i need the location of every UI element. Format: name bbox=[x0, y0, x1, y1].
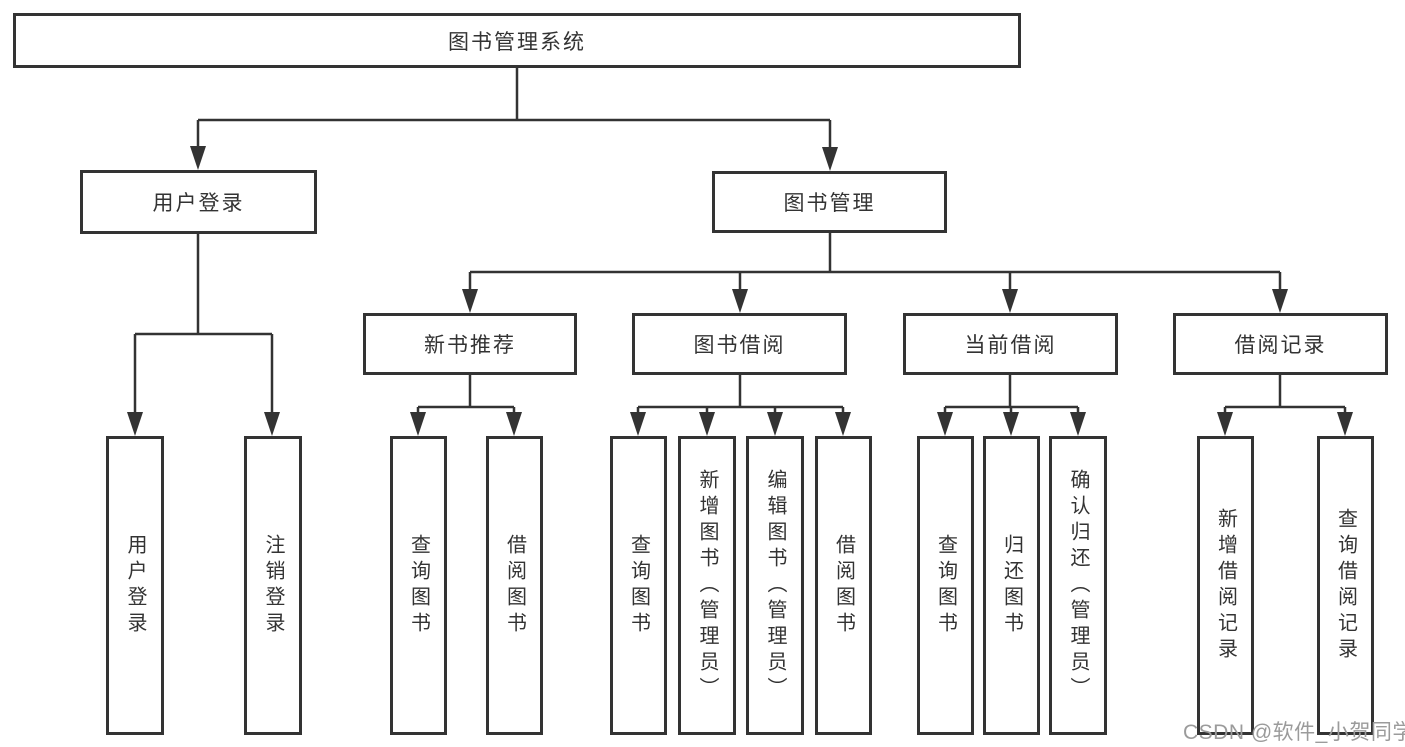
node-label: 新增图书（管理员） bbox=[696, 468, 718, 703]
leaf-add-book-admin: 新增图书（管理员） bbox=[678, 436, 736, 735]
node-label: 图书借阅 bbox=[693, 334, 786, 357]
node-label: 新书推荐 bbox=[424, 334, 516, 357]
node-label: 借阅记录 bbox=[1234, 334, 1327, 357]
node-borrowing-records: 借阅记录 bbox=[1173, 313, 1388, 375]
leaf-return-books: 归还图书 bbox=[983, 436, 1040, 735]
node-label: 查询图书 bbox=[627, 533, 650, 638]
leaf-confirm-return-admin: 确认归还（管理员） bbox=[1049, 436, 1107, 735]
leaf-logout: 注销登录 bbox=[244, 436, 302, 735]
node-label: 归还图书 bbox=[1000, 533, 1023, 638]
node-label: 用户登录 bbox=[152, 192, 245, 215]
leaf-query-borrow-record: 查询借阅记录 bbox=[1317, 436, 1374, 735]
node-new-book-recommendation: 新书推荐 bbox=[363, 313, 577, 375]
node-label: 注销登录 bbox=[262, 533, 284, 638]
node-user-login: 用户登录 bbox=[80, 170, 317, 234]
node-label: 借阅图书 bbox=[503, 533, 526, 638]
leaf-query-books-current: 查询图书 bbox=[917, 436, 974, 735]
node-label: 新增借阅记录 bbox=[1214, 507, 1237, 664]
node-label: 图书管理 bbox=[783, 192, 876, 215]
node-label: 查询图书 bbox=[407, 533, 430, 638]
node-label: 图书管理系统 bbox=[448, 30, 586, 54]
leaf-borrow-books: 借阅图书 bbox=[815, 436, 872, 735]
node-label: 查询借阅记录 bbox=[1334, 507, 1357, 664]
leaf-add-borrow-record: 新增借阅记录 bbox=[1197, 436, 1254, 735]
node-label: 当前借阅 bbox=[964, 334, 1057, 357]
leaf-edit-book-admin: 编辑图书（管理员） bbox=[746, 436, 804, 735]
leaf-user-login: 用户登录 bbox=[106, 436, 164, 735]
node-label: 确认归还（管理员） bbox=[1067, 468, 1089, 703]
node-book-management: 图书管理 bbox=[712, 171, 947, 233]
leaf-query-books-recommend: 查询图书 bbox=[390, 436, 447, 735]
node-label: 用户登录 bbox=[124, 533, 146, 638]
csdn-watermark: CSDN @软件_小贺同学 bbox=[1183, 721, 1405, 744]
node-library-management-system: 图书管理系统 bbox=[13, 13, 1021, 68]
node-label: 借阅图书 bbox=[832, 533, 855, 638]
node-label: 编辑图书（管理员） bbox=[764, 468, 786, 703]
leaf-query-books-borrow: 查询图书 bbox=[610, 436, 667, 735]
node-book-borrowing: 图书借阅 bbox=[632, 313, 847, 375]
node-label: 查询图书 bbox=[934, 533, 957, 638]
leaf-borrow-books-recommend: 借阅图书 bbox=[486, 436, 543, 735]
node-current-borrowing: 当前借阅 bbox=[903, 313, 1118, 375]
